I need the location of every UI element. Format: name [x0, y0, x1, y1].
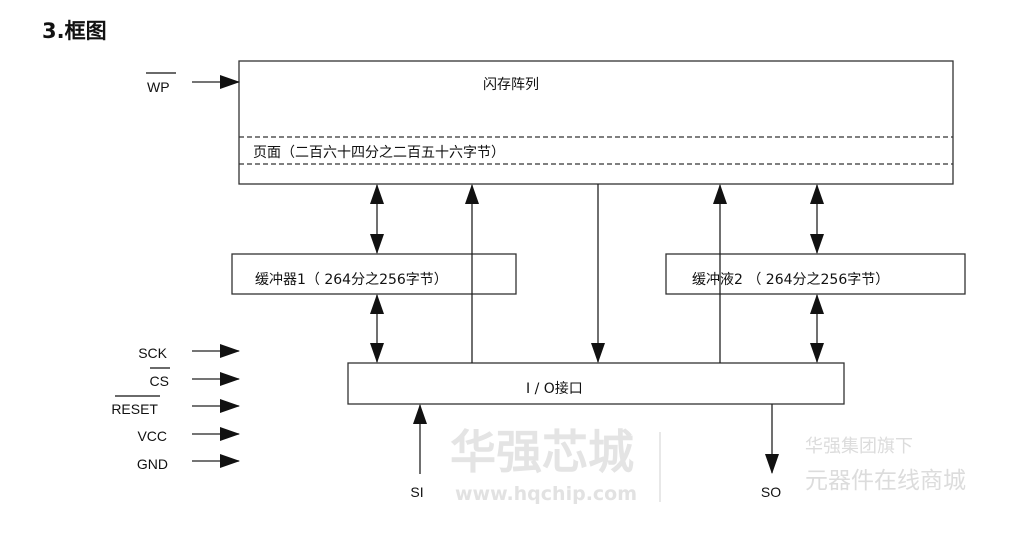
page-label: 页面（二百六十四分之二百五十六字节）	[253, 145, 505, 161]
flash-array-box	[238, 60, 954, 185]
so-label: SO	[761, 484, 781, 500]
sck-label: SCK	[138, 345, 167, 361]
flash-array-label: 闪存阵列	[483, 77, 539, 93]
io-interface-box	[347, 362, 845, 405]
buffer2-box	[665, 253, 966, 295]
buffer1-box	[231, 253, 517, 295]
watermark-slogan: 元器件在线商城	[805, 468, 966, 494]
io-interface-label: I / O接口	[526, 380, 583, 397]
si-label: SI	[410, 484, 423, 500]
watermark: 华强芯城 www.hqchip.com 华强集团旗下 元器件在线商城	[450, 425, 966, 505]
wp-label: WP	[147, 79, 170, 95]
section-title: 3.框图	[42, 19, 107, 43]
buffer1-label: 缓冲器1（ 264分之256字节）	[255, 272, 448, 288]
vcc-label: VCC	[137, 428, 167, 444]
buffer2-label: 缓冲液2 （ 264分之256字节）	[692, 272, 889, 288]
reset-label: RESET	[111, 401, 158, 417]
cs-label: CS	[150, 373, 169, 389]
watermark-url: www.hqchip.com	[455, 483, 637, 505]
gnd-label: GND	[137, 456, 168, 472]
watermark-brand: 华强芯城	[450, 425, 634, 479]
watermark-group: 华强集团旗下	[805, 436, 913, 457]
